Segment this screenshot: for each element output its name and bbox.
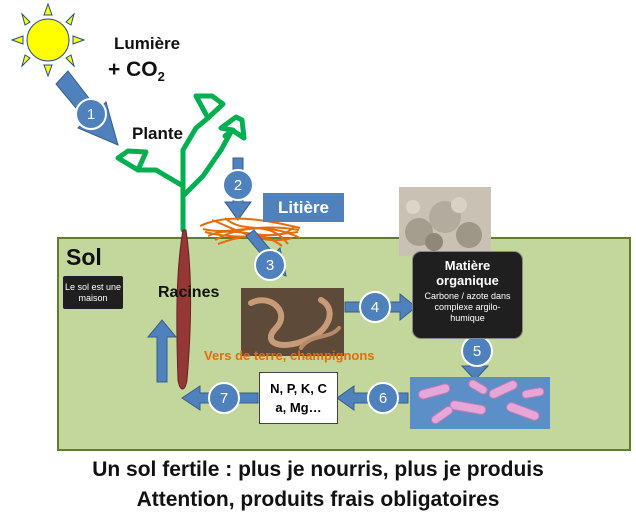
label-co2-text: + CO (108, 58, 158, 81)
caption-line-1: Un sol fertile : plus je nourris, plus j… (92, 458, 544, 481)
step-circle-2 (222, 169, 254, 201)
step-num-7: 7 (220, 390, 228, 407)
label-worms: Vers de terre, champignons (204, 348, 375, 363)
nutrients-line-1: N, P, K, C (270, 381, 327, 396)
label-co2-subscript: 2 (157, 69, 165, 85)
step-circle-7 (208, 382, 240, 414)
worm-photo (241, 288, 344, 356)
step-num-5: 5 (473, 343, 481, 360)
nutrients-line-2: a, Mg… (275, 400, 322, 415)
step-circle-3 (254, 249, 286, 281)
step-num-4: 4 (371, 299, 379, 316)
label-soil: Sol (66, 244, 102, 270)
organic-matter-box: Matière organique Carbone / azote dans c… (412, 251, 523, 339)
litter-label: Litière (263, 193, 344, 222)
step-circle-1 (75, 98, 107, 130)
step-circle-6 (367, 382, 399, 414)
label-light: Lumière (114, 34, 181, 53)
step-circle-4 (359, 291, 391, 323)
label-plant: Plante (132, 124, 184, 143)
bacteria-photo (410, 377, 550, 429)
step-num-3: 3 (266, 257, 274, 274)
sun-icon (10, 2, 86, 78)
label-co2: + CO2 (108, 58, 165, 84)
root-icon (176, 229, 192, 390)
soil-home-note: Le sol est une maison (63, 276, 123, 309)
litter-fibers (199, 217, 301, 247)
organic-matter-photo (399, 187, 491, 256)
label-roots: Racines (158, 284, 220, 301)
caption-line-2: Attention, produits frais obligatoires (136, 488, 500, 511)
step-circles (75, 98, 493, 414)
step-num-6: 6 (379, 390, 387, 407)
plant-icon (115, 93, 247, 233)
nutrients-box: N, P, K, C a, Mg… (259, 372, 338, 424)
step-num-1: 1 (87, 106, 95, 123)
organic-matter-subtitle: Carbone / azote dans complexe argilo-hum… (424, 291, 511, 323)
organic-matter-title: Matière organique (436, 258, 499, 288)
arrow-up-roots (146, 319, 178, 383)
step-num-2: 2 (234, 177, 242, 194)
